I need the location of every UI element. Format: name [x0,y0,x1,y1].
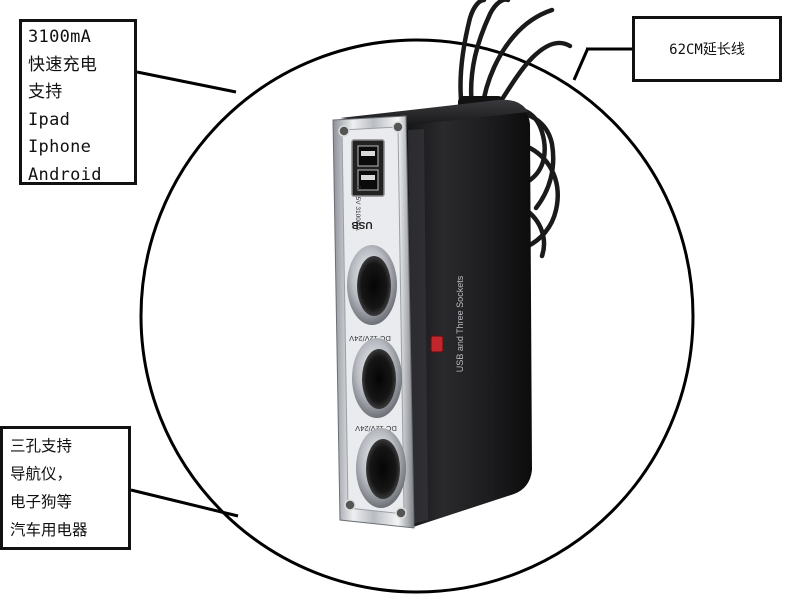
dual-usb-port [351,139,385,197]
callout-extension-cable: 62CM延长线 [632,16,782,82]
usb-rating-label: DC 5V 3100mA [354,185,361,231]
pointer-line-bottom-left [130,488,239,518]
socket-3 [356,428,406,508]
callout-line: 快速充电 [28,54,98,75]
callout-line: Android [28,164,102,185]
callout-line: 3100mA [28,27,92,47]
highlight-circle [139,38,695,594]
adapter-body [395,106,532,528]
callout-line: 支持 [28,82,63,102]
callout-three-sockets: 三孔支持 导航仪， 电子狗等 汽车用电器 [0,426,131,550]
callout-line: 导航仪， [10,465,73,483]
socket-2 [352,338,402,418]
socket-1 [347,245,397,325]
side-label: USB and Three Sockets [455,275,465,372]
callout-line: 三孔支持 [10,437,73,455]
socket-rating-2: DC 12V/24V [355,424,397,433]
callout-line: 电子狗等 [10,493,73,511]
panel-screws [338,121,407,519]
callout-line: Ipad [28,109,71,130]
callout-text: 62CM延长线 [669,42,745,58]
pointer-line-top-left [136,70,237,94]
pointer-line-top-right-drop [572,47,590,81]
socket-rating-1: DC 12V/24V [349,334,391,343]
power-indicator-led [430,335,444,353]
usb-label: USB [351,219,372,230]
callout-fast-charge: 3100mA 快速充电 支持 Ipad Iphone Android [19,19,137,185]
adapter-body-highlight [408,129,428,524]
callout-line: 汽车用电器 [10,521,88,539]
callout-line: Iphone [28,137,92,157]
